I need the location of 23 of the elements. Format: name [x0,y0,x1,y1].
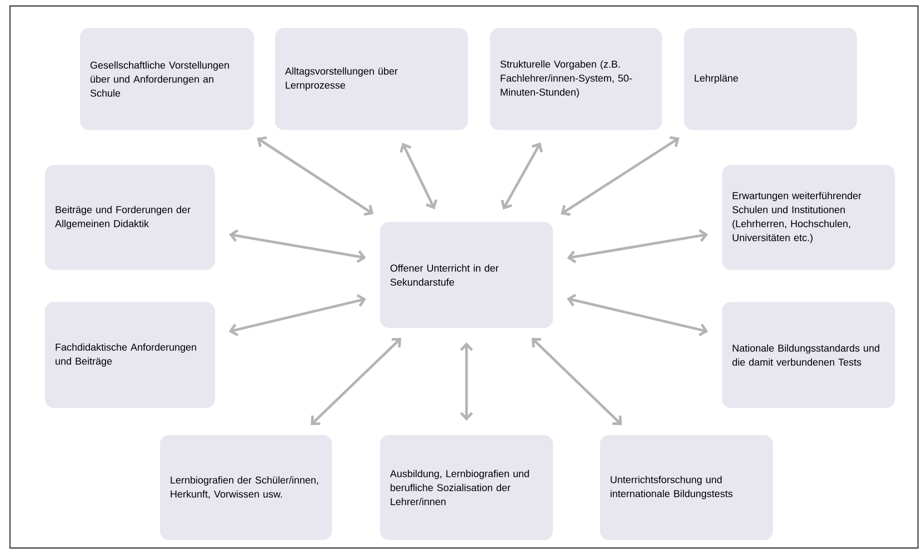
double-arrow [228,294,366,336]
text-box: Fachdidaktische Anforderungen und Beiträge [45,302,215,408]
text-box: Strukturelle Vorgaben (z.B. Fachlehrer/innen-System, 50-Minuten-Stunden) [490,28,662,130]
double-arrow [460,342,473,421]
double-arrow [532,338,622,426]
double-arrow [229,229,366,264]
text-box: Alltagsvorstellungen über Lernprozesse [275,28,468,130]
double-arrow [566,294,708,336]
text-box: Gesellschaftliche Vorstellungen über und Anforderungen an Schule [80,28,254,130]
text-box: Lehrpläne [684,28,857,130]
text-box: Unterrichtsforschung und internationale Bildungstests [600,435,773,540]
double-arrow [310,338,402,426]
text-box: Nationale Bildungsstandards und die damit verbundenen Tests [722,302,895,408]
text-box: Beiträge und Forderungen der Allgemeinen Didaktik [45,165,215,270]
text-box: Offener Unterricht in der Sekundarstufe [380,222,553,328]
text-box: Erwartungen weiterführender Schulen und Institutionen (Lehrherren, Hochschulen, Universitäten etc.) [722,165,895,270]
double-arrow [560,136,680,216]
text-box: Lernbiografien der Schüler/innen, Herkunft, Vorwissen usw. [160,435,332,540]
double-arrow [500,142,543,210]
text-box: Ausbildung, Lernbiografien und berufliche Sozialisation der Lehrer/innen [380,435,553,540]
double-arrow [256,136,374,216]
double-arrow [567,229,708,264]
double-arrow [400,142,438,210]
